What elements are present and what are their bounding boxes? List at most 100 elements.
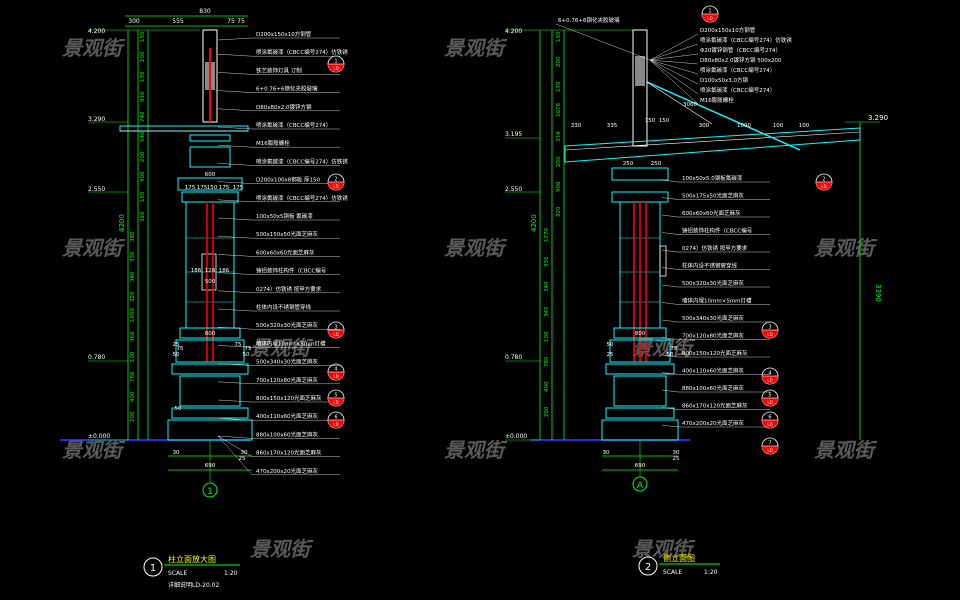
callout-label: 860x170x120光面芝麻灰 (256, 449, 322, 457)
elevation-right: 3.290 (868, 114, 888, 122)
horizontal-dim-label: 150 (659, 118, 670, 124)
column-elevation-view: 1 D200x150x10方钢管喷涂氟碳漆（CBCC编号274）仿铁锈铁艺装饰灯… (60, 8, 348, 589)
column-cap (177, 177, 243, 191)
leader-lines (217, 37, 340, 475)
small-dim-label: 128 (205, 268, 216, 274)
reference-mark-number: 6 (768, 415, 771, 421)
callout-label: 铁艺装饰灯具 订制 (256, 66, 302, 74)
watermark-text: 景观街 (250, 336, 314, 360)
vertical-dim-label: 340 (130, 271, 136, 282)
elevation-label: ±0.000 (505, 433, 527, 440)
leader-line (661, 372, 679, 375)
vertical-dim-label: 170 (140, 71, 146, 82)
leader-line (217, 126, 253, 130)
column-shaft (185, 201, 235, 329)
reference-mark-number: 5 (334, 393, 337, 399)
reference-mark-number: 2 (822, 177, 825, 183)
vertical-dim-label: 170 (556, 81, 562, 92)
small-dim-label: 75 (235, 342, 242, 348)
reference-mark-sheet: LD (333, 184, 338, 189)
reference-mark-number: 4 (334, 367, 337, 373)
leader-line (217, 418, 253, 421)
leader-line (649, 59, 699, 75)
reference-mark-number: 5 (768, 393, 771, 399)
callout-label: 800x150x120光面芝麻灰 (256, 394, 322, 402)
vertical-dims: 1502001709107405402009001503203803303403… (130, 31, 146, 422)
watermark-text: 景观街 (444, 438, 508, 462)
vertical-dims: 1502001701078374200900320177033034034010… (544, 31, 562, 417)
reference-mark-sheet: LD (821, 184, 826, 189)
horizontal-dim-label: 335 (607, 123, 618, 129)
leader-line (217, 290, 253, 293)
small-dim-label: 50 (243, 352, 250, 358)
title-text: 侧立面图 (663, 553, 695, 563)
leader-line (217, 163, 253, 166)
reference-mark-fill (762, 446, 778, 454)
callout-label: M16膨胀螺栓 (256, 139, 290, 147)
elevation-label: 4.200 (505, 28, 522, 35)
vertical-dim-label: 200 (556, 56, 562, 67)
overall-dim-right: 3390 (874, 284, 882, 302)
callout-label: 500x150x50光面芝麻灰 (256, 230, 319, 238)
vertical-dim-label: 380 (130, 231, 136, 242)
vertical-dim-label: 780 (130, 371, 136, 382)
callout-label: 墙体内埋10mm×5mm灯槽 (256, 339, 326, 347)
reference-mark-sheet: LD (333, 400, 338, 405)
canopy-glass (119, 125, 249, 132)
callout-label: 墙体内埋10mm×5mm灯槽 (682, 297, 752, 305)
callout-label: 880x100x60光面芝麻灰 (682, 384, 745, 392)
small-dim-label: 50 (667, 352, 674, 358)
small-dim-label: 186 (191, 268, 202, 274)
top-dim-label: 300 (128, 18, 140, 25)
vertical-dim-label: 740 (140, 111, 146, 122)
axis-bubble (202, 482, 218, 498)
callout-label: 860x170x120光面芝麻灰 (682, 402, 748, 410)
small-dim-label: 50 (607, 342, 614, 348)
callout-label: 880x100x60光面芝麻灰 (256, 430, 319, 438)
callout-label: 喷涂氟碳漆（CBCC编号274）仿铁锈 (256, 157, 348, 165)
small-dim-label: 600 (205, 172, 216, 178)
leader-line (217, 435, 253, 475)
callout-label: 470x200x20光面芝麻灰 (682, 419, 745, 427)
vertical-dim-label: 320 (130, 291, 136, 302)
vertical-dim-label: 330 (130, 251, 136, 262)
watermark-text: 景观街 (62, 438, 126, 462)
small-dim-label: 75 (671, 346, 678, 352)
callout-labels: 6+0.76+6钢化夹胶玻璃D200x150x10方钢管喷涂氟碳漆（CBCC编号… (558, 16, 792, 427)
callout-label: 500x340x30光面芝麻灰 (256, 358, 319, 366)
leader-line (555, 23, 651, 61)
leader-line (649, 53, 699, 61)
reference-mark-fill (328, 182, 344, 190)
callout-label: D200x100x8钢板 厚150 (256, 176, 320, 184)
leader-line (661, 319, 679, 323)
reference-mark-sheet: LD (333, 374, 338, 379)
callout-label: 700x120x80光面芝麻灰 (256, 376, 319, 384)
vertical-dim-label: 900 (556, 181, 562, 192)
reference-mark-fill (702, 14, 718, 22)
horizontal-dim-label: 300 (699, 123, 710, 129)
top-dim-label: 555 (172, 18, 184, 25)
base-block (171, 407, 249, 419)
elevation-label: 3.290 (88, 116, 105, 123)
reference-mark-fill (762, 330, 778, 338)
watermark-text: 景观街 (814, 236, 878, 260)
watermark-text: 景观街 (814, 438, 878, 462)
callout-label: 400x110x60光面芝麻灰 (256, 412, 319, 420)
base-ring (613, 327, 667, 339)
leader-line (217, 236, 253, 239)
small-dim-label: 30 (241, 450, 248, 456)
small-dim-label: 30 (173, 450, 180, 456)
watermark-text: 景观街 (62, 36, 126, 60)
leader-line (649, 59, 699, 85)
horizontal-dim-label: 1000 (737, 123, 751, 129)
reference-mark-fill (762, 420, 778, 428)
reference-mark-number: 3 (768, 325, 771, 331)
steel-post (632, 29, 648, 147)
scale-value: 1:20 (224, 570, 238, 577)
callout-label: 铸铝装饰柱构件（CBCC编号 (256, 267, 327, 275)
reference-mark-number: 7 (768, 441, 771, 447)
elevation-label: 4.200 (88, 28, 105, 35)
reference-mark-sheet: LD (767, 378, 772, 383)
reference-mark-fill (328, 330, 344, 338)
